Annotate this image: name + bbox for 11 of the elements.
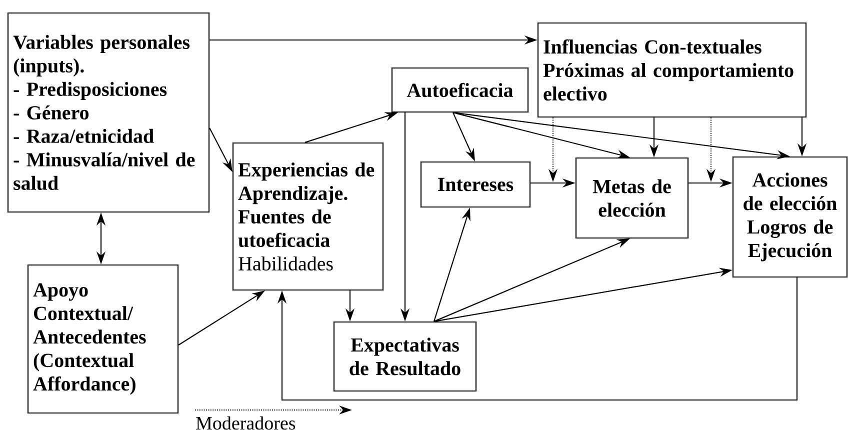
concept-box: Apoyo Contextual/ Antecedentes (Contextual Affordance)	[27, 264, 179, 414]
arrow	[277, 278, 798, 401]
concept-box: Experiencias de Aprendizaje. Fuentes de utoeficacia Habilidades	[232, 142, 384, 291]
concept-box: Acciones de elección Logros de Ejecución	[732, 156, 848, 278]
concept-box: Autoeficacia	[391, 67, 529, 113]
concept-box: Variables personales (inputs). - Predisposiciones - Género - Raza/etnicidad - Minusvalía/nivel de salud	[7, 12, 210, 213]
concept-box: Influencias Con-textuales Próximas al comportamiento electivo	[537, 22, 807, 118]
legend-label: Moderadores	[196, 416, 296, 430]
concept-box: Intereses	[420, 161, 531, 208]
concept-box: Expectativas de Resultado	[333, 321, 477, 392]
concept-box: Metas de elección	[575, 157, 689, 239]
